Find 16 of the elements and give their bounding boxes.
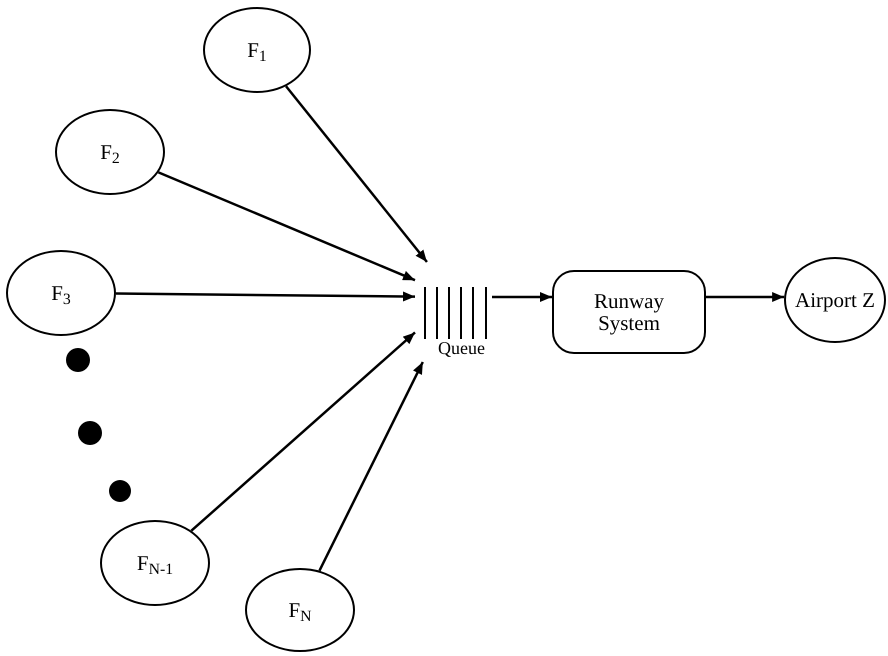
node-label: Queue <box>438 338 485 358</box>
arrow <box>285 85 428 263</box>
node-label: F$_{3}$ <box>51 282 71 304</box>
arrow <box>318 361 424 572</box>
node-label: F$_{2}$ <box>100 141 120 163</box>
arrow <box>158 171 416 282</box>
arrow <box>492 292 552 302</box>
arrow <box>116 291 416 302</box>
node-label: F$_{N-1}$ <box>136 552 174 574</box>
arrow <box>706 292 784 302</box>
arrow <box>190 332 416 532</box>
rounded-box <box>552 270 706 354</box>
node-label: Airport Z <box>795 289 875 311</box>
node-label: Runway System <box>593 290 665 334</box>
node-label: F$_{1}$ <box>247 39 267 61</box>
node-label: F$_{N}$ <box>288 599 312 621</box>
